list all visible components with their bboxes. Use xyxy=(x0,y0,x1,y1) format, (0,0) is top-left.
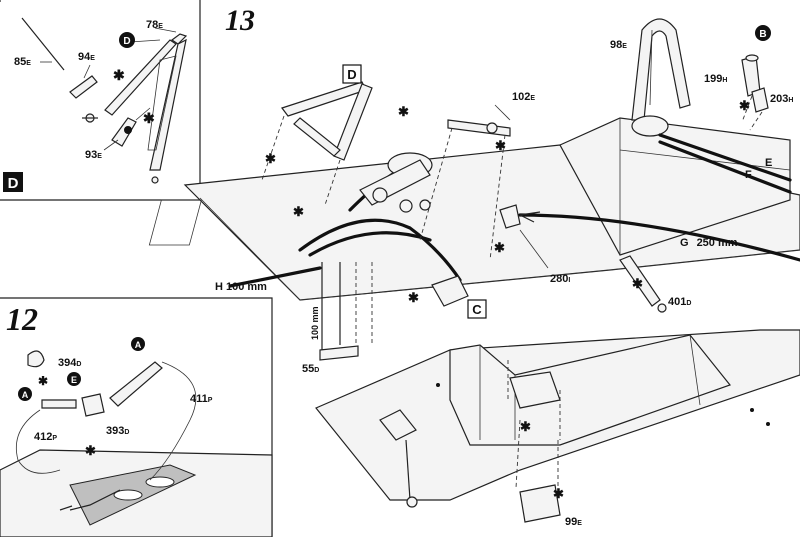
label-199: 199H xyxy=(704,73,727,85)
label-412: 412P xyxy=(34,431,57,443)
part-94-shape xyxy=(69,75,98,99)
marker-e xyxy=(67,372,81,386)
glue-mark-arm: ✱ xyxy=(398,104,409,119)
lower-chassis: ✱ ✱ 99E xyxy=(315,329,800,528)
part-99-shape xyxy=(519,484,561,523)
glue-mark-step12: ✱ xyxy=(85,443,96,458)
strut-part-78 xyxy=(104,39,177,116)
glue-mark-394: ✱ xyxy=(38,374,48,388)
label-93: 93E xyxy=(85,149,102,161)
cable-f-label: F xyxy=(745,169,752,181)
glue-mark-401: ✱ xyxy=(632,276,643,291)
marker-a-right xyxy=(131,337,145,351)
glue-mark-inset-2: ✱ xyxy=(143,110,155,126)
part-203-shape xyxy=(751,87,769,113)
part-411-shape xyxy=(109,361,163,407)
cable-h xyxy=(228,266,322,288)
marker-d-main xyxy=(342,64,362,84)
lower-chassis-cockpit xyxy=(449,334,731,446)
label-280: 280I xyxy=(550,273,570,285)
glue-mark-c: ✱ xyxy=(408,290,419,305)
floor-hatch xyxy=(148,199,202,246)
label-411: 411P xyxy=(190,393,213,405)
cable-e xyxy=(658,133,792,182)
cable-g xyxy=(518,213,800,262)
label-85: 85E xyxy=(14,56,31,68)
cable-f xyxy=(658,140,792,194)
step-12-number: 12 xyxy=(6,301,38,337)
marker-d-circle xyxy=(119,32,135,48)
glue-mark-102: ✱ xyxy=(495,138,506,153)
marker-e-text: E xyxy=(71,375,77,385)
marker-d-box-text: D xyxy=(8,175,19,192)
part-93-shape xyxy=(111,117,137,147)
marker-b-circle xyxy=(755,25,771,41)
marker-c-text: C xyxy=(472,302,482,317)
marker-a-right-text: A xyxy=(135,340,142,350)
marker-d-box xyxy=(3,172,23,192)
arm-d-main-side xyxy=(333,83,373,161)
marker-d-circle-text: D xyxy=(123,36,130,47)
rod-part-85 xyxy=(21,17,65,71)
marker-a-left xyxy=(18,387,32,401)
lower-pedal-part xyxy=(379,409,417,441)
part-393-shape xyxy=(81,393,105,417)
roll-hoop-part-98 xyxy=(631,18,691,121)
component-c xyxy=(431,275,469,307)
vertical-length-label: 100 mm xyxy=(310,306,320,340)
label-99: 99E xyxy=(565,516,582,528)
step-12-panel: 12 ✱ ✱ A A E 394D 411P 412P 393D xyxy=(0,297,273,537)
label-78: 78E xyxy=(146,19,163,31)
label-55: 55D xyxy=(302,363,319,375)
part-55-shape xyxy=(319,345,359,361)
glue-mark-lower-1: ✱ xyxy=(520,419,531,434)
label-393: 393D xyxy=(106,425,129,437)
part-102-shape xyxy=(447,119,511,137)
label-102: 102E xyxy=(512,91,535,103)
harness-middle xyxy=(308,231,432,257)
part-280-shape xyxy=(499,204,521,229)
label-203: 203H xyxy=(770,93,793,105)
marker-b-text: B xyxy=(759,29,766,40)
glue-mark-floor-left: ✱ xyxy=(265,151,276,166)
part-394-shape xyxy=(27,350,45,368)
glue-mark-b: ✱ xyxy=(739,98,750,113)
marker-d-main-text: D xyxy=(347,67,356,82)
rear-cylinder xyxy=(631,115,669,137)
label-94: 94E xyxy=(78,51,95,63)
label-98: 98E xyxy=(610,39,627,51)
glue-mark-inset-1: ✱ xyxy=(113,67,125,83)
inset-d-panel: ✱ ✱ 85E 94E 78E 93E D D xyxy=(0,0,201,201)
cable-e-label: E xyxy=(765,157,772,169)
step-13-number: 13 xyxy=(225,4,255,37)
label-401: 401D xyxy=(668,296,691,308)
part-401-shape xyxy=(619,255,661,307)
harness-front xyxy=(298,218,462,282)
label-394: 394D xyxy=(58,357,81,369)
glue-mark-280: ✱ xyxy=(494,240,505,255)
glue-mark-lower-2: ✱ xyxy=(553,486,564,501)
glue-mark-floor-mid: ✱ xyxy=(293,204,304,219)
marker-c-box xyxy=(467,299,487,319)
marker-a-left-text: A xyxy=(22,390,29,400)
part-412-shape xyxy=(41,399,77,409)
